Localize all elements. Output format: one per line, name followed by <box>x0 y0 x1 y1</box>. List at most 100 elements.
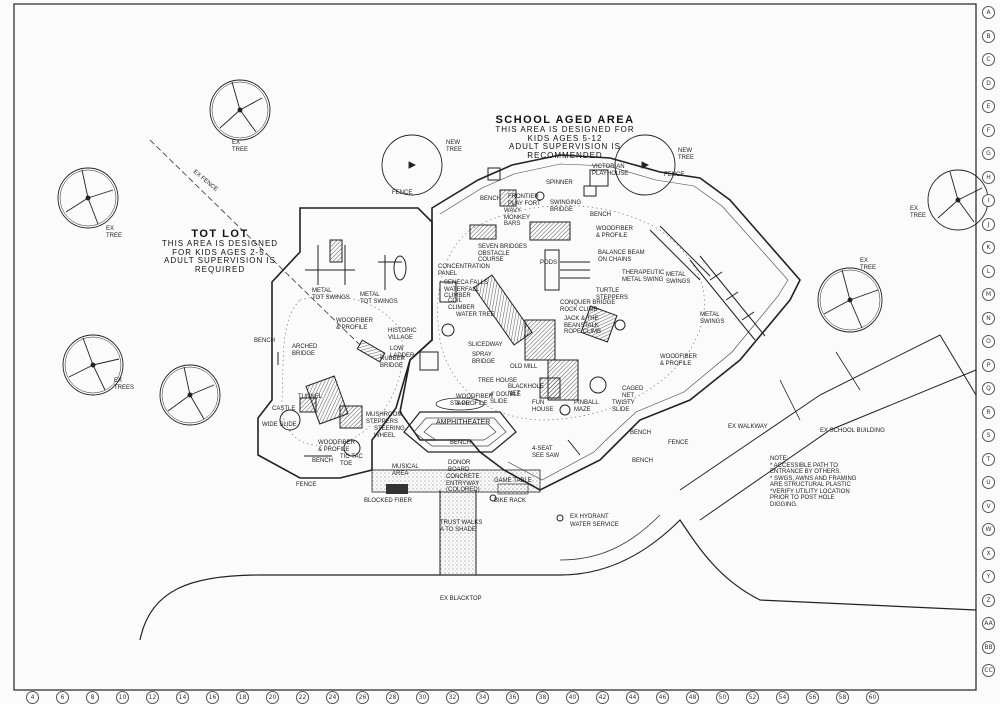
label-metal-tot-swings-2: METAL TOT SWINGS <box>360 292 398 305</box>
label-woodfiber-profile-4: WOODFIBER & PROFILE <box>456 394 493 407</box>
label-amphitheater: AMPHITHEATER <box>436 419 491 426</box>
label-metal-swings-2: METAL SWINGS <box>700 312 725 325</box>
label-woodfiber-profile-2: WOODFIBER & PROFILE <box>596 226 633 239</box>
label-fence-4: FENCE <box>668 440 689 446</box>
edge-number-22: 22 <box>296 691 309 704</box>
edge-letter-V: V <box>982 499 995 513</box>
edge-number-44: 44 <box>626 691 639 704</box>
note-line-5: *VERIFY UTILITY LOCATION <box>770 488 850 495</box>
ex-fence-line <box>149 139 361 346</box>
label-woodfiber-profile-3: WOODFIBER & PROFILE <box>660 354 697 367</box>
label-ex-tree-right-2: EX TREE <box>860 258 877 271</box>
school-area-line-2: KIDS AGES 5-12 <box>527 133 603 143</box>
label-metal-tot-swings: METAL TOT SWINGS <box>312 288 350 301</box>
edge-letter-X: X <box>982 546 995 560</box>
label-stage: STAGE <box>450 401 470 407</box>
label-old-mill: OLD MILL <box>510 364 538 370</box>
label-fence-2: FENCE <box>392 190 413 196</box>
note-line-6: PRIOR TO POST HOLE <box>770 495 835 501</box>
school-area-title: SCHOOL AGED AREA <box>495 114 635 126</box>
edge-letter-K: K <box>982 241 995 254</box>
edge-number-10: 10 <box>116 691 129 704</box>
edge-number-50: 50 <box>716 691 729 704</box>
edge-letter-A: A <box>982 6 995 19</box>
note-heading: NOTE: <box>770 456 789 462</box>
edge-number-20: 20 <box>266 691 279 704</box>
edge-letter-Z: Z <box>982 593 995 607</box>
label-ex-walkway: EX WALKWAY <box>728 424 768 430</box>
label-woodfiber-profile: WOODFIBER & PROFILE <box>318 440 355 453</box>
edge-letter-M: M <box>982 288 995 301</box>
edge-letter-R: R <box>982 405 995 419</box>
edge-letter-W: W <box>982 523 995 536</box>
label-fence-3: FENCE <box>296 482 317 488</box>
label-pinball-maze: PINBALL MAZE <box>574 400 599 413</box>
edge-letter-E: E <box>982 100 995 113</box>
label-steering-wheel: STEERING WHEEL <box>374 426 405 439</box>
school-equipment <box>439 167 766 456</box>
label-seven-bridges: SEVEN BRIDGES OBSTACLE COURSE <box>478 244 528 263</box>
label-concrete-entryway: CONCRETE ENTRYWAY (COLORED) <box>446 474 480 493</box>
label-spray-bridge: SPRAY BRIDGE <box>472 352 496 365</box>
edge-letter-S: S <box>982 429 995 442</box>
label-conquer-bridge: CONQUER BRIDGE ROCK CLIMB <box>560 300 616 313</box>
label-woodfiber-profile-5: WOODFIBER & PROFILE <box>336 318 373 331</box>
edge-letter-Q: Q <box>982 382 995 395</box>
sheet-border <box>13 3 977 691</box>
label-therapeutic-swing: THERAPEUTIC METAL SWING <box>622 270 665 283</box>
edge-number-6: 6 <box>56 691 69 704</box>
label-ex-blacktop: EX BLACKTOP <box>440 596 482 602</box>
edge-letter-Y: Y <box>982 570 995 583</box>
edge-number-40: 40 <box>566 691 579 704</box>
edge-number-48: 48 <box>686 691 699 704</box>
edge-letter-CC: CC <box>982 664 995 677</box>
edge-letter-F: F <box>982 123 995 137</box>
note-block: NOTE: * ACCESSIBLE PATH TO ENTRANCE BY O… <box>770 456 880 508</box>
edge-letter-N: N <box>982 311 995 325</box>
label-game-table: GAME TABLE <box>494 478 532 484</box>
edge-number-30: 30 <box>416 691 429 704</box>
tot-lot-heading: TOT LOT THIS AREA IS DESIGNED FOR KIDS A… <box>160 228 280 274</box>
label-tic-tac-toe: TIC TAC TOE <box>340 454 363 467</box>
label-twisty-slide: TWISTY SLIDE <box>612 400 635 413</box>
label-tunnel: TUNNEL <box>298 394 323 400</box>
ex-walkway <box>679 334 977 491</box>
edge-number-58: 58 <box>836 691 849 704</box>
label-fun-house: FUN HOUSE <box>532 400 554 413</box>
label-new-tree-2: NEW TREE <box>678 148 695 161</box>
label-mushroom-steppers: MUSHROOM STEPPERS <box>366 412 403 425</box>
tot-lot-line-2: FOR KIDS AGES 2-5. <box>172 247 268 257</box>
tot-lot-equipment <box>277 239 439 457</box>
edge-letter-T: T <box>982 452 995 466</box>
label-new-tree: NEW TREE <box>446 140 463 153</box>
label-ex-trees-left: EX TREES <box>114 378 135 391</box>
label-concentration-panel: CONCENTRATION PANEL <box>438 264 490 277</box>
label-bench-4: BENCH <box>480 196 502 202</box>
label-low-ladder: LOW LADDER <box>390 346 415 359</box>
edge-number-38: 38 <box>536 691 549 704</box>
label-coil-climber: COIL CLIMBER <box>448 298 475 311</box>
edge-number-8: 8 <box>86 691 99 704</box>
edge-letter-O: O <box>982 335 995 348</box>
edge-letter-L: L <box>982 264 995 278</box>
edge-number-56: 56 <box>806 691 819 704</box>
school-area-line-4: RECOMMENDED <box>527 150 603 160</box>
tot-lot-line-1: THIS AREA IS DESIGNED <box>161 239 279 248</box>
label-bench-5: BENCH <box>630 430 652 436</box>
edge-letter-AA: AA <box>982 617 995 630</box>
edge-number-42: 42 <box>596 691 609 704</box>
label-swinging-bridge: SWINGING BRIDGE <box>550 200 581 213</box>
edge-letter-J: J <box>982 217 995 231</box>
label-victorian-playhouse: VICTORIAN PLAYHOUSE <box>592 164 629 177</box>
label-metal-swings: METAL SWINGS <box>666 272 691 285</box>
edge-letter-U: U <box>982 476 995 489</box>
note-line-7: DIGGING. <box>770 501 798 508</box>
label-rubber-bridge: RUBBER BRIDGE <box>380 356 406 369</box>
label-bench-6: BENCH <box>450 440 472 446</box>
label-ex-school-building: EX SCHOOL BUILDING <box>820 428 885 434</box>
label-water-service: WATER SERVICE <box>570 522 619 528</box>
edge-number-18: 18 <box>236 691 249 704</box>
label-balance-beam: BALANCE BEAM ON CHAINS <box>598 250 645 263</box>
note-line-3: * SWGS, AWNS AND FRAMING <box>770 475 857 482</box>
